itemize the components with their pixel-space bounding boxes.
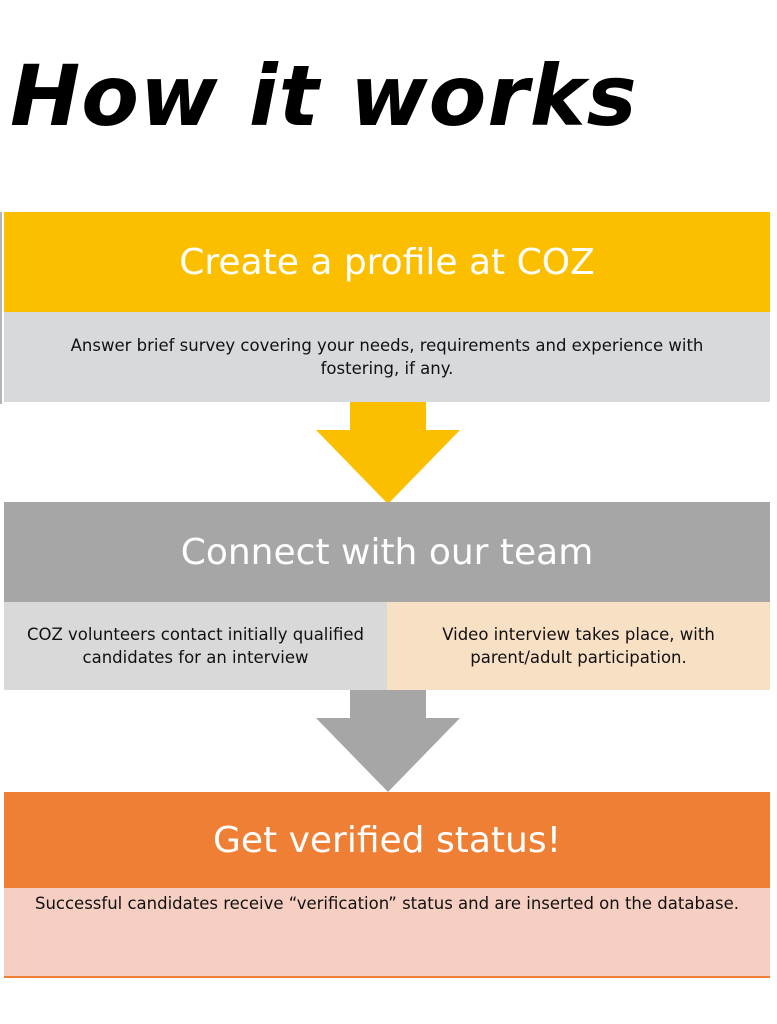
step1-body: Answer brief survey covering your needs,… <box>4 312 770 402</box>
step3-body: Successful candidates receive “verificat… <box>4 888 770 978</box>
left-rule <box>0 212 2 404</box>
page-title: How it works <box>10 47 638 145</box>
step2-header: Connect with our team <box>4 502 770 602</box>
step2-body-right: Video interview takes place, with parent… <box>387 602 770 690</box>
step1-header: Create a profile at COZ <box>4 212 770 312</box>
step2-body: COZ volunteers contact initially qualifi… <box>4 602 770 690</box>
step2-body-left: COZ volunteers contact initially qualifi… <box>4 602 387 690</box>
arrow-down-icon <box>316 402 460 504</box>
arrow-down-icon <box>316 690 460 792</box>
step3-header: Get verified status! <box>4 792 770 888</box>
